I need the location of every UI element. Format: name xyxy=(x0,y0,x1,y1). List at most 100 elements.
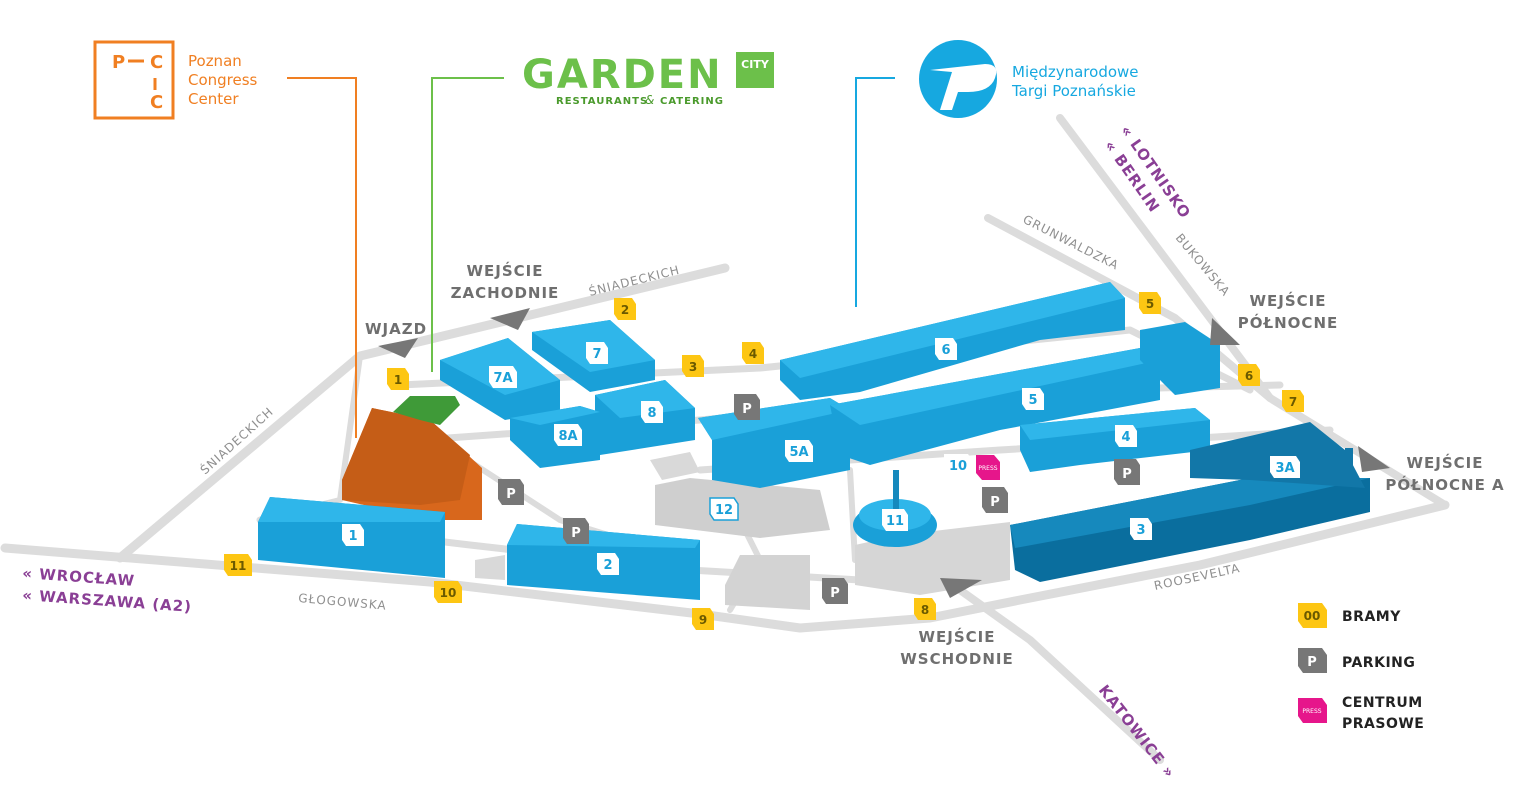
svg-text:10: 10 xyxy=(949,459,967,474)
svg-text:C: C xyxy=(150,52,163,73)
entrance-labels: WEJŚCIE ZACHODNIE WJAZD WEJŚCIE PÓŁNOCNE… xyxy=(365,261,1504,668)
gates: 1 2 3 4 5 6 7 8 9 10 11 10 xyxy=(224,292,1304,630)
east-entrance-arrow-icon xyxy=(940,578,982,598)
svg-text:C: C xyxy=(150,92,163,113)
svg-text:CENTRUM: CENTRUM xyxy=(1342,695,1423,711)
parking-marker[interactable]: P xyxy=(982,487,1008,513)
street-bukowska: BUKOWSKA xyxy=(1173,231,1233,299)
svg-text:P: P xyxy=(1307,655,1317,670)
entrance-west-label-2: ZACHODNIE xyxy=(451,284,560,302)
gate-5[interactable]: 5 xyxy=(1139,292,1161,314)
parking-marker[interactable]: P xyxy=(563,518,589,544)
gate-2[interactable]: 2 xyxy=(614,298,636,320)
svg-text:6: 6 xyxy=(1245,369,1253,383)
gate-6[interactable]: 6 xyxy=(1238,364,1260,386)
gate-10[interactable]: 10 xyxy=(434,581,462,603)
hall-1-label[interactable]: 1 xyxy=(342,524,364,546)
svg-text:8A: 8A xyxy=(558,429,577,444)
entrance-east-label-2: WSCHODNIE xyxy=(900,650,1014,668)
svg-text:8: 8 xyxy=(647,406,656,421)
entrance-north-a-label-2: PÓŁNOCNE A xyxy=(1385,475,1504,494)
hall-8-label[interactable]: 8 xyxy=(641,401,663,423)
svg-text:8: 8 xyxy=(921,603,929,617)
hall-5-label[interactable]: 5 xyxy=(1022,388,1044,410)
parking-marker[interactable]: P xyxy=(1114,459,1140,485)
svg-text:7: 7 xyxy=(592,347,601,362)
svg-text:PRESS: PRESS xyxy=(978,465,997,472)
svg-text:P: P xyxy=(506,487,516,502)
gate-10-inner[interactable]: 10 xyxy=(944,454,972,476)
hall-11-building[interactable] xyxy=(853,470,937,547)
svg-text:Congress: Congress xyxy=(188,71,258,89)
svg-text:00: 00 xyxy=(1304,609,1321,623)
street-glogowska: GŁOGOWSKA xyxy=(298,591,387,613)
svg-text:PARKING: PARKING xyxy=(1342,655,1415,671)
svg-text:P: P xyxy=(990,495,1000,510)
hall-5a-label[interactable]: 5A xyxy=(785,440,813,462)
hall-3-building[interactable] xyxy=(1010,478,1370,582)
hall-8a-label[interactable]: 8A xyxy=(554,424,582,446)
gate-7[interactable]: 7 xyxy=(1282,390,1304,412)
destination-katowice: KATOWICE » xyxy=(1095,681,1179,781)
gate-1[interactable]: 1 xyxy=(387,368,409,390)
wjazd-label: WJAZD xyxy=(365,320,427,338)
svg-text:9: 9 xyxy=(699,613,707,627)
garden-city-logo[interactable]: GARDEN CITY RESTAURANTS & CATERING xyxy=(522,52,774,107)
svg-text:P: P xyxy=(571,526,581,541)
gate-4[interactable]: 4 xyxy=(742,342,764,364)
svg-text:10: 10 xyxy=(440,586,457,600)
svg-text:4: 4 xyxy=(749,347,757,361)
parking-markers: P P P P P P xyxy=(498,394,1140,604)
svg-text:CITY: CITY xyxy=(741,58,770,71)
hall-labels: 1 2 3 3A 4 5 5A 6 7 7A 8 8A 11 12 xyxy=(342,338,1300,575)
legend-gates: 00 BRAMY xyxy=(1298,603,1401,628)
entrance-west-label: WEJŚCIE xyxy=(466,261,543,280)
hall-3a-building[interactable] xyxy=(1190,422,1365,488)
svg-text:2: 2 xyxy=(621,303,629,317)
svg-text:Poznan: Poznan xyxy=(188,52,242,70)
entrance-north-label: WEJŚCIE xyxy=(1249,291,1326,310)
svg-text:P: P xyxy=(112,52,125,73)
logo-connectors xyxy=(287,77,895,438)
hall-6-label[interactable]: 6 xyxy=(935,338,957,360)
parking-marker[interactable]: P xyxy=(822,578,848,604)
hall-12-label[interactable]: 12 xyxy=(709,497,739,521)
svg-text:6: 6 xyxy=(941,343,950,358)
svg-text:11: 11 xyxy=(886,514,904,529)
hall-north-building[interactable] xyxy=(1140,322,1220,395)
gate-3[interactable]: 3 xyxy=(682,355,704,377)
svg-text:Międzynarodowe: Międzynarodowe xyxy=(1012,63,1139,81)
hall-4-label[interactable]: 4 xyxy=(1115,425,1137,447)
svg-text:3: 3 xyxy=(1136,523,1145,538)
hall-2-label[interactable]: 2 xyxy=(597,553,619,575)
svg-text:&: & xyxy=(645,93,654,107)
svg-text:P: P xyxy=(1122,467,1132,482)
svg-text:7A: 7A xyxy=(493,371,512,386)
parking-marker[interactable]: P xyxy=(498,479,524,505)
parking-marker[interactable]: P xyxy=(734,394,760,420)
entrance-arrows xyxy=(378,308,1390,598)
hall-7a-label[interactable]: 7A xyxy=(489,366,517,388)
press-center-marker[interactable]: PRESS xyxy=(976,455,1000,480)
svg-text:P: P xyxy=(830,586,840,601)
svg-text:5: 5 xyxy=(1146,297,1154,311)
gate-8[interactable]: 8 xyxy=(914,598,936,620)
mtp-logo[interactable]: Międzynarodowe Targi Poznańskie xyxy=(919,40,1139,118)
svg-text:5A: 5A xyxy=(789,445,808,460)
entrance-north-a-label: WEJŚCIE xyxy=(1406,453,1483,472)
garden-city-building[interactable] xyxy=(393,396,460,425)
hall-11-label[interactable]: 11 xyxy=(882,509,908,531)
gate-11[interactable]: 11 xyxy=(224,554,252,576)
entrance-east-label: WEJŚCIE xyxy=(918,627,995,646)
svg-text:4: 4 xyxy=(1121,430,1130,445)
hall-3a-label[interactable]: 3A xyxy=(1270,456,1300,478)
gate-9[interactable]: 9 xyxy=(692,608,714,630)
svg-text:1: 1 xyxy=(348,529,357,544)
pcc-building[interactable] xyxy=(342,408,482,520)
hall-3-label[interactable]: 3 xyxy=(1130,518,1152,540)
svg-text:CATERING: CATERING xyxy=(660,96,724,107)
svg-text:GARDEN: GARDEN xyxy=(522,52,723,98)
hall-7-label[interactable]: 7 xyxy=(586,342,608,364)
pcc-logo[interactable]: P C C Poznan Congress Center xyxy=(93,40,258,120)
